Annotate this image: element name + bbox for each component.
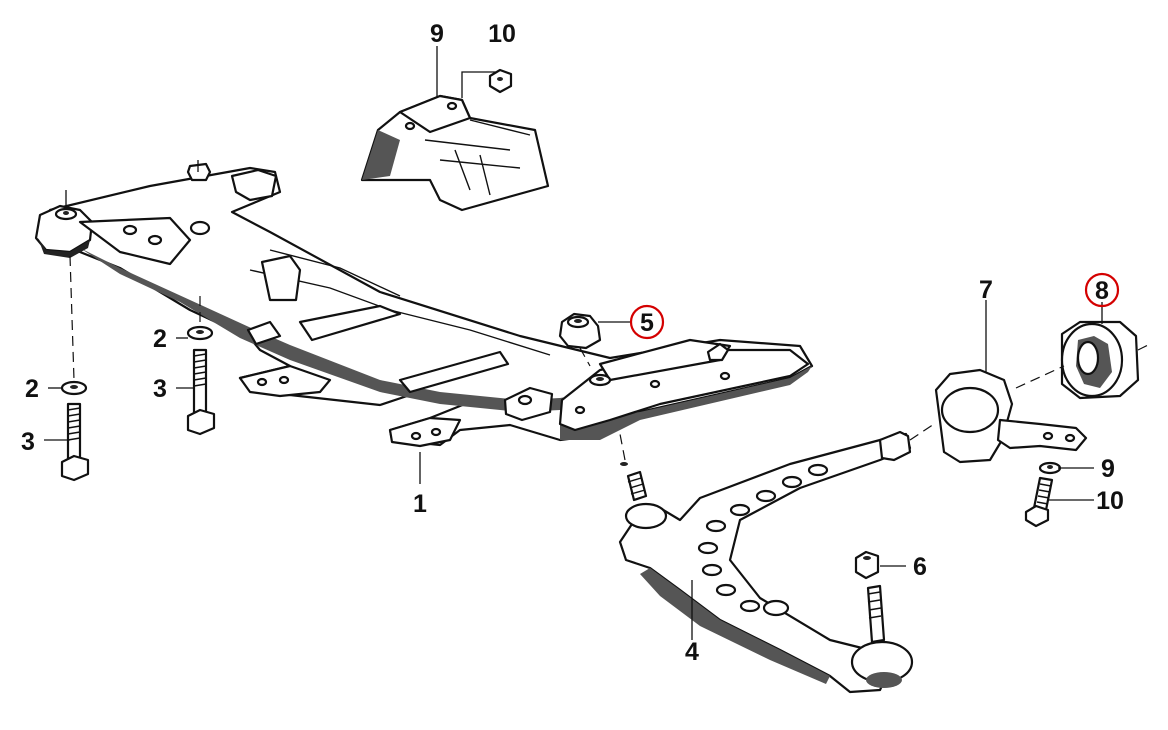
- part-2-washer-upper: [186, 325, 214, 341]
- callout-4: 4: [685, 638, 699, 666]
- callout-2-upper: 2: [153, 325, 167, 353]
- part-3-bolt-lower: [60, 402, 90, 482]
- highlight-rings: [629, 272, 1120, 340]
- part-7-bushing-bracket: [934, 368, 1088, 464]
- part-5-hex-nut: [558, 312, 602, 350]
- callout-1: 1: [413, 490, 427, 518]
- callout-10: 10: [1096, 487, 1124, 515]
- part-10-bolt: [1024, 476, 1054, 528]
- part-6-nut: [854, 550, 880, 580]
- callout-12: 10: [488, 20, 516, 48]
- part-3-bolt-upper: [186, 348, 216, 436]
- callout-3-upper: 3: [153, 375, 167, 403]
- callout-9: 9: [1101, 455, 1115, 483]
- callout-2-lower: 2: [25, 375, 39, 403]
- callout-7: 7: [979, 276, 993, 304]
- leader-lines: [44, 46, 1151, 640]
- part-8-rubber-bushing: [1060, 320, 1140, 400]
- callout-6: 6: [913, 553, 927, 581]
- part-12-nut: [488, 68, 513, 94]
- part-2-washer-lower: [60, 380, 88, 396]
- callout-labels: 9 10 2 3 2 3 1 5 4 6 7 8 9 10: [21, 20, 1124, 666]
- part-4-control-arm: [618, 430, 914, 694]
- highlight-ring-8: [1084, 272, 1120, 308]
- part-11-shield-bracket: [360, 94, 550, 212]
- callout-8: 8: [1095, 277, 1109, 305]
- part-1-axle-carrier: [34, 162, 814, 448]
- callout-11: 9: [430, 20, 444, 48]
- callout-5: 5: [640, 309, 654, 337]
- part-9-washer: [1038, 461, 1062, 475]
- callout-3-lower: 3: [21, 428, 35, 456]
- highlight-ring-5: [629, 304, 665, 340]
